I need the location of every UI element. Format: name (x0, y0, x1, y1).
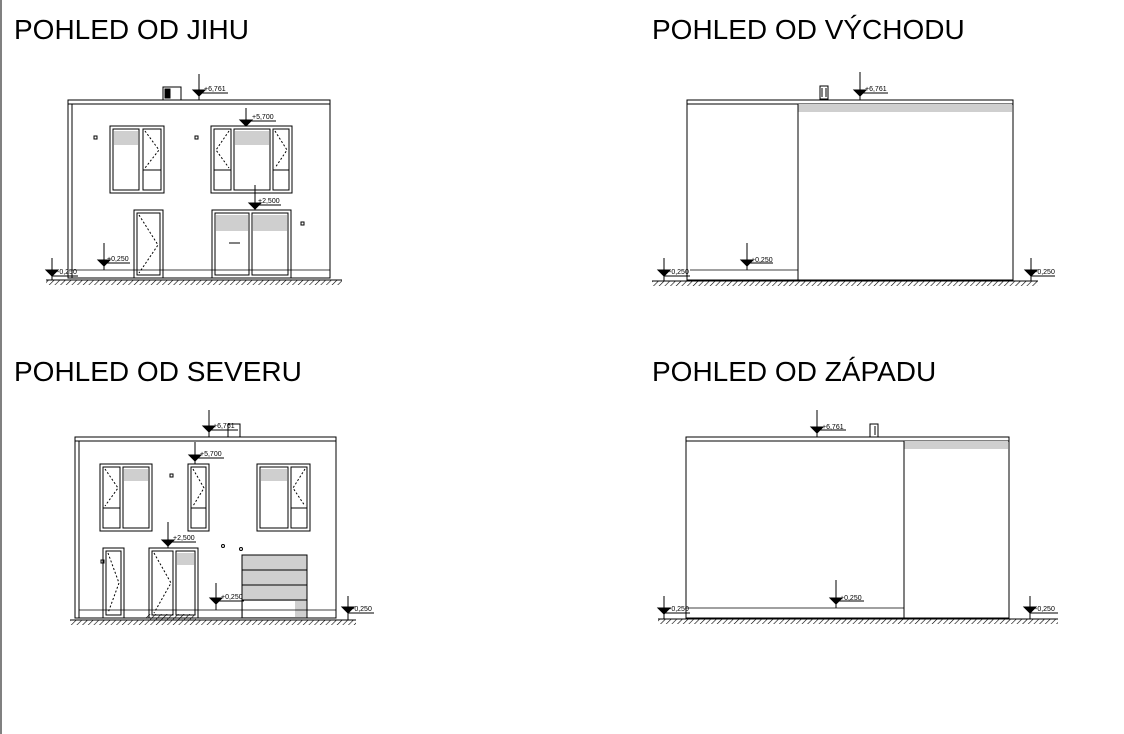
chimney (819, 85, 829, 100)
elevation-north (70, 410, 374, 625)
level-label-ground: +0,250 (221, 594, 243, 601)
view-title-south: POHLED OD JIHU (14, 14, 249, 45)
entrance-door (133, 209, 164, 279)
roof-edge-shade (904, 441, 1008, 449)
terrain-hatch (70, 620, 356, 625)
garage-door (241, 554, 308, 619)
level-label-parapet: +5,700 (200, 451, 222, 458)
elevation-west (656, 410, 1058, 624)
level-label-terrain: -0,250 (669, 606, 689, 613)
terrain-hatch (46, 280, 342, 285)
level-label-ground: +0,250 (751, 257, 773, 264)
level-label-top: +6,761 (865, 86, 887, 93)
wall-fixture (221, 544, 225, 548)
window (109, 125, 165, 194)
wall-fixture (169, 473, 174, 478)
elevation-east (652, 72, 1055, 286)
window (256, 463, 311, 532)
window (99, 463, 153, 532)
facade (686, 99, 1014, 281)
step-hatch (146, 614, 196, 620)
chimney-detail (164, 88, 171, 99)
level-label-terrain: -0,250 (57, 269, 77, 276)
level-label-ground: +0,250 (107, 256, 129, 263)
roof-edge-shade (798, 104, 1012, 112)
wall-fixture (93, 135, 98, 140)
level-label-terrain: -0,250 (669, 269, 689, 276)
terrain-hatch (658, 619, 1058, 624)
view-title-west: POHLED OD ZÁPADU (652, 356, 937, 387)
facade (67, 99, 331, 279)
level-label-first-floor: +2,500 (258, 198, 280, 205)
wall-fixture (300, 221, 305, 226)
chimney (869, 423, 879, 438)
view-title-east: POHLED OD VÝCHODU (652, 14, 965, 45)
wall-fixture (194, 135, 199, 140)
wall-fixture (239, 547, 243, 551)
view-title-north: POHLED OD SEVERU (14, 356, 302, 387)
elevation-south (44, 74, 342, 285)
window (187, 463, 210, 532)
level-label-first-floor: +2,500 (173, 535, 195, 542)
level-label-ground: +0,250 (840, 595, 862, 602)
terrace-door (211, 209, 292, 279)
level-label-top: +6,761 (213, 423, 235, 430)
terrain-hatch (652, 281, 1038, 286)
window (210, 125, 293, 194)
level-label-terrain: -0,250 (1035, 269, 1055, 276)
level-label-parapet: +5,700 (252, 114, 274, 121)
level-label-terrain: -0,250 (352, 606, 372, 613)
level-label-top: +6,761 (822, 424, 844, 431)
level-label-terrain: -0,250 (1035, 606, 1055, 613)
door (102, 547, 125, 619)
facade (685, 436, 1010, 619)
level-label-top: +6,761 (204, 86, 226, 93)
